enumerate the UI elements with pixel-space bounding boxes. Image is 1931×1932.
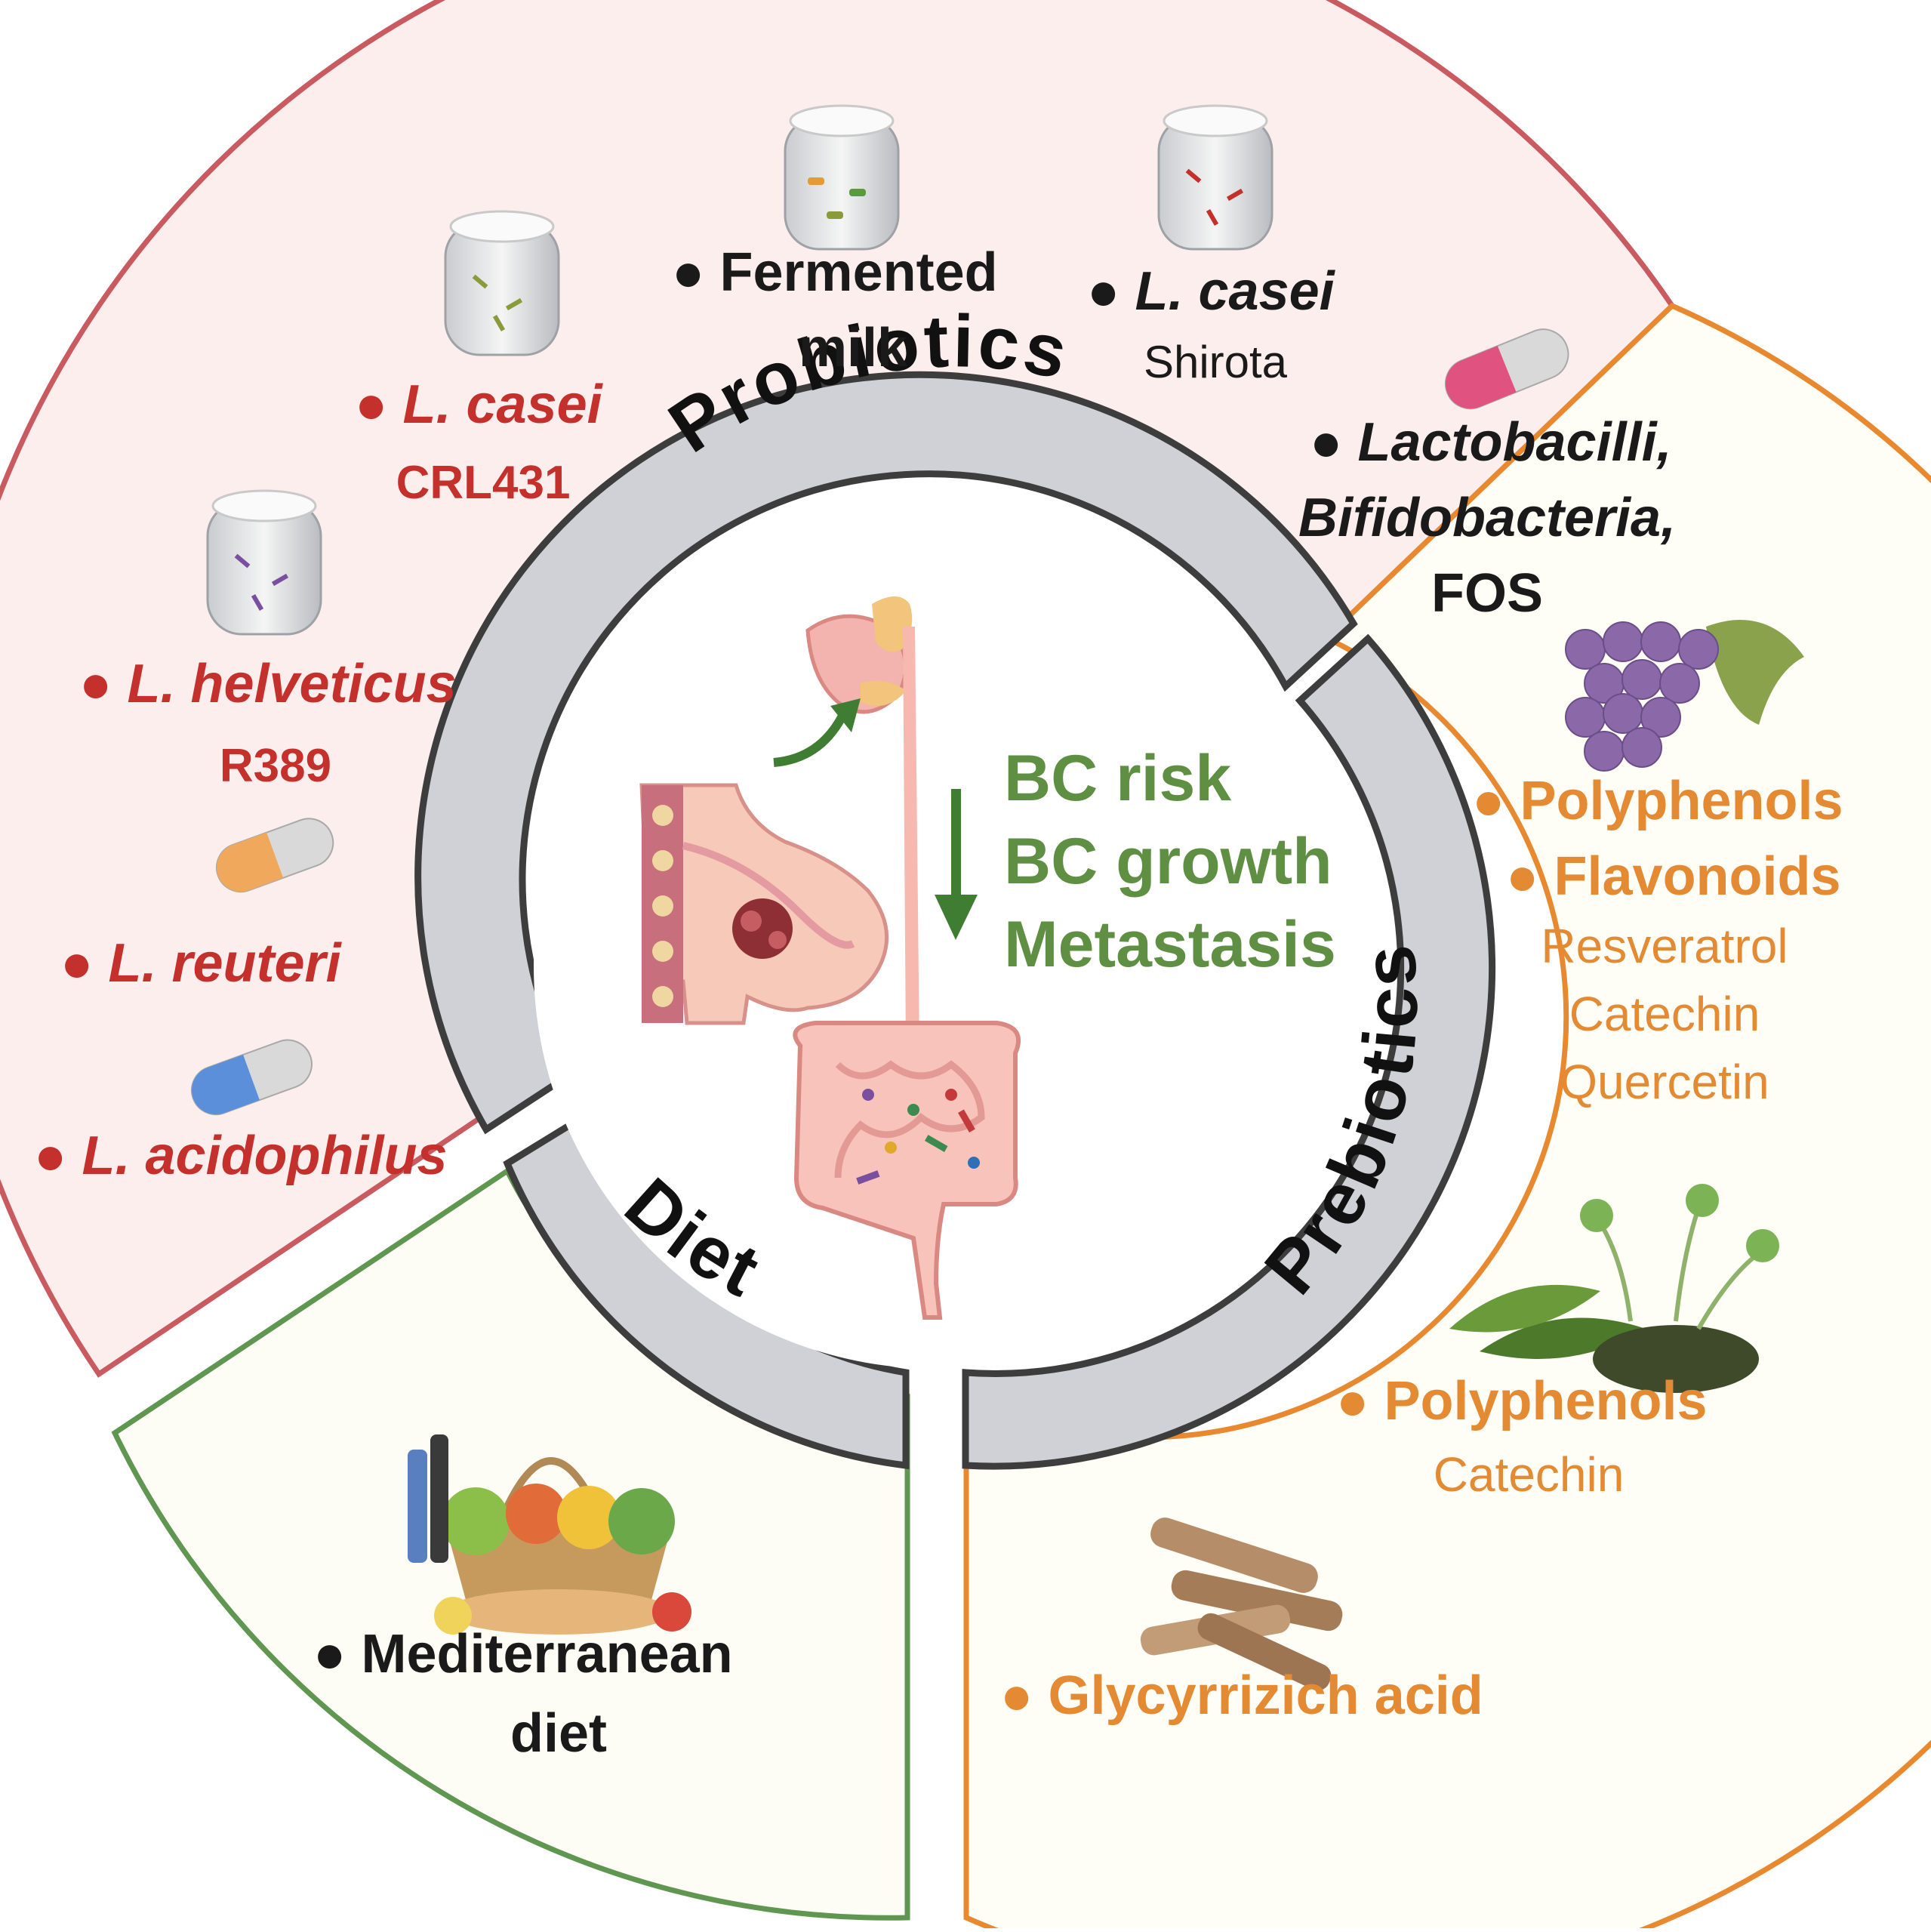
probiotics-ring (414, 371, 1358, 1135)
yogurt-jar-icon-helveticus (206, 489, 322, 636)
bullet-l-casei-shirota: ● L. casei (1087, 261, 1336, 322)
grapes-icon (1565, 620, 1804, 772)
center-line-3: Metastasis (1004, 908, 1336, 981)
sub-resveratrol: Resveratrol (1541, 919, 1788, 973)
center-disc (534, 564, 1338, 1369)
bullet-dot: ● (313, 1624, 362, 1684)
intestine-microbiota-icon (793, 1021, 1021, 1320)
bullet-l-acidophilus: ● L. acidophilus (34, 1126, 448, 1186)
bullet-polyphenols-1: ● Polyphenols (1472, 771, 1843, 831)
sub-shirota: Shirota (1144, 337, 1288, 387)
line-bifidobacteria: Bifidobacteria, (1298, 488, 1676, 548)
bullet-dot: ● (672, 242, 720, 303)
capsule-icon-acidophilus (191, 1039, 313, 1116)
sub-quercetin: Quercetin (1560, 1055, 1769, 1109)
licorice-root-icon (1140, 1518, 1343, 1691)
food-basket-icon (408, 1434, 691, 1635)
center-line-1: BC risk (1004, 742, 1231, 815)
bullet-dot: ● (1310, 412, 1358, 473)
bullet-dot: ● (355, 374, 403, 435)
bullet-polyphenols-2: ● Polyphenols (1336, 1371, 1708, 1431)
yogurt-jar-icon (444, 210, 560, 356)
bullet-dot: ● (60, 933, 109, 994)
bullet-dot: ● (34, 1126, 82, 1186)
breast-tumor-icon (639, 783, 889, 1025)
yogurt-jar-icon-fermented (784, 104, 900, 251)
tea-leaves-icon (1449, 1184, 1779, 1393)
bullet-dot: ● (1336, 1371, 1384, 1431)
curved-arrow-head (830, 698, 861, 732)
bullet-l-casei-crl431: ● L. casei (355, 374, 604, 435)
bullet-flavonoids: ● Flavonoids (1506, 846, 1841, 907)
bullet-lactobacilli: ● Lactobacilli, (1310, 412, 1672, 473)
bullet-dot: ● (1506, 846, 1554, 907)
curved-arrow-icon (773, 715, 846, 767)
prebiotics-ring (962, 633, 1496, 1470)
bullet-glycyrrizich-acid: ● Glycyrrizich acid (1000, 1665, 1483, 1726)
bullet-dot: ● (1472, 771, 1520, 831)
bullet-mediterranean: ● Mediterranean (313, 1624, 733, 1684)
esophagus-tube (903, 627, 919, 1049)
sub-r389: R389 (220, 740, 331, 792)
center-line-2: BC growth (1004, 825, 1332, 898)
stomach-pancreas-icon (805, 596, 913, 714)
bullet-fermented-milk: ● Fermented (672, 242, 998, 303)
prebiotics-sector (963, 302, 1931, 1932)
down-arrow-icon (935, 789, 978, 940)
bullet-dot: ● (79, 654, 128, 714)
bullet-dot: ● (1000, 1665, 1049, 1726)
bullet-l-helveticus: ● L. helveticus (79, 654, 457, 714)
capsule-icon-synbiotic (1444, 328, 1569, 410)
sub-crl431: CRL431 (396, 457, 571, 509)
line-fos: FOS (1431, 563, 1543, 624)
bullet-dot: ● (1087, 261, 1135, 322)
sub-catechin-1: Catechin (1569, 987, 1760, 1041)
line-diet: diet (510, 1703, 607, 1764)
bullet-l-reuteri: ● L. reuteri (60, 933, 343, 994)
sub-catechin-2: Catechin (1434, 1447, 1625, 1502)
sub-milk: milk (799, 318, 908, 378)
capsule-icon-reuteri (216, 818, 334, 893)
yogurt-jar-icon-shirota (1157, 104, 1273, 251)
